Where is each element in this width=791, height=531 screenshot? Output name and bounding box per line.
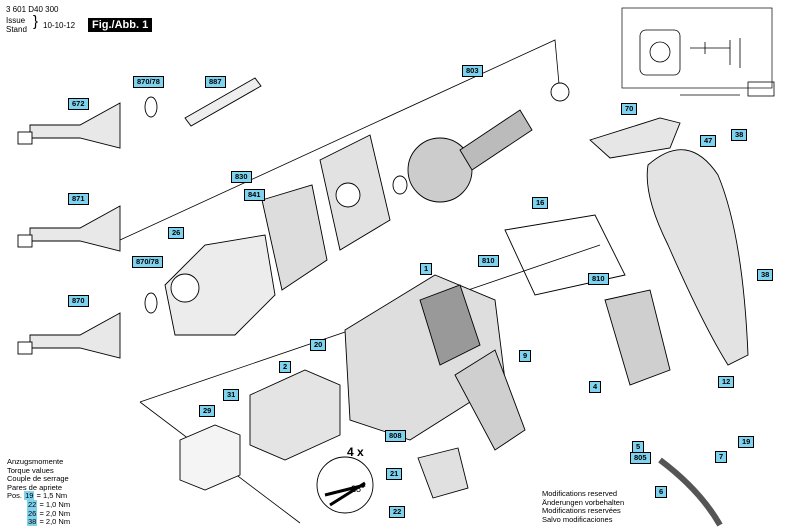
- part-label: 870: [68, 295, 89, 307]
- part-label: 7: [715, 451, 728, 463]
- torque-title: Couple de serrage: [7, 474, 69, 484]
- part-label: 871: [68, 193, 89, 205]
- part-label: 29: [199, 405, 216, 417]
- issue-date: 10-10-12: [43, 21, 76, 30]
- part-label: 841: [244, 189, 265, 201]
- part-label: 47: [700, 135, 717, 147]
- part-label: 803: [462, 65, 483, 77]
- part-label: 672: [68, 98, 89, 110]
- part-label: 12: [718, 376, 735, 388]
- part-label: 19: [738, 436, 755, 448]
- part-label: 808: [385, 430, 406, 442]
- part-label: 810: [478, 255, 499, 267]
- part-label: 70: [621, 103, 638, 115]
- part-label: 6: [655, 486, 668, 498]
- torque-table: Anzugsmomente Torque values Couple de se…: [7, 457, 71, 527]
- brace: }: [33, 13, 39, 30]
- part-label: 31: [223, 389, 240, 401]
- part-label: 22: [389, 506, 406, 518]
- figure-title: Fig./Abb. 1: [88, 18, 153, 32]
- part-label: 870/78: [132, 256, 163, 268]
- torque-row: 38 = 2,0 Nm: [27, 517, 71, 527]
- torque-title: Torque values: [7, 465, 54, 475]
- part-label: 26: [168, 227, 185, 239]
- torque-row: 26 = 2,0 Nm: [27, 508, 71, 518]
- doc-number: 3 601 D40 300: [6, 5, 59, 14]
- part-label: 2: [279, 361, 292, 373]
- part-label: 9: [519, 350, 532, 362]
- part-label: 870/78: [133, 76, 164, 88]
- part-label: 4: [589, 381, 602, 393]
- part-label: 810: [588, 273, 609, 285]
- detail-angle: 25°: [351, 484, 365, 494]
- part-label: 1: [420, 263, 433, 275]
- modifications-note: Modifications reserved Änderungen vorbeh…: [542, 489, 625, 524]
- torque-title: Anzugsmomente: [7, 457, 64, 466]
- part-label: 805: [630, 452, 651, 464]
- part-label: 830: [231, 171, 252, 183]
- part-label: 21: [386, 468, 403, 480]
- issue-label: Issue: [6, 16, 26, 25]
- part-label: 38: [757, 269, 774, 281]
- sleeve-parts: [17, 77, 749, 527]
- part-label: 887: [205, 76, 226, 88]
- torque-row: Pos. 19 = 1,5 Nm: [7, 491, 68, 501]
- stand-label: Stand: [6, 25, 27, 34]
- part-label: 38: [731, 129, 748, 141]
- part-label: 5: [632, 441, 645, 453]
- detail-count: 4 x: [347, 445, 364, 459]
- part-label: 16: [532, 197, 549, 209]
- part-label: 20: [310, 339, 327, 351]
- torque-row: 22 = 1,0 Nm: [27, 499, 71, 509]
- torque-title: Pares de apriete: [7, 482, 63, 492]
